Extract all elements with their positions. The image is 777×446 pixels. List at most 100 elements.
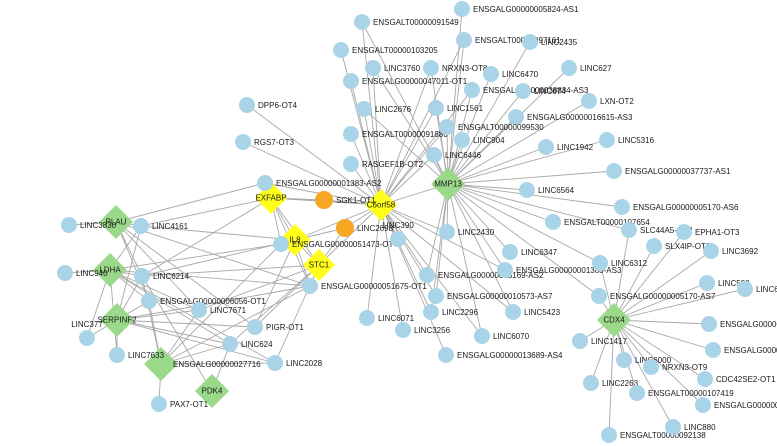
node-ensgalg00000013169-as2[interactable]: ENSGALG00000013169-AS2 bbox=[419, 267, 544, 283]
node-ensgalt00000099530[interactable]: ENSGALT00000099530 bbox=[439, 119, 544, 135]
node-linc5316[interactable]: LINC5316 bbox=[599, 132, 655, 148]
node-ensgalg00000005824-as1[interactable]: ENSGALG00000005824-AS1 bbox=[454, 1, 579, 17]
node-linc1942[interactable]: LINC1942 bbox=[538, 139, 594, 155]
node-linc6470[interactable]: LINC6470 bbox=[483, 66, 539, 82]
node-linc2263[interactable]: LINC2263 bbox=[583, 375, 639, 391]
node-ensgalt00000107419[interactable]: ENSGALT00000107419 bbox=[629, 385, 734, 401]
edge-c6orf58-n66 bbox=[380, 204, 447, 356]
node-slc44a5-ot2[interactable]: SLC44A5-OT2 bbox=[621, 222, 693, 238]
node-linc1417[interactable]: LINC1417 bbox=[572, 333, 628, 349]
node-ensgalt00000103205[interactable]: ENSGALT00000103205 bbox=[333, 42, 438, 58]
node-ensgalt00000097161[interactable]: ENSGALT00000097161 bbox=[456, 32, 561, 48]
edge-c6orf58-n11 bbox=[380, 89, 473, 206]
node-ensgalg00000013689-as4[interactable]: ENSGALG00000013689-AS4 bbox=[438, 347, 563, 363]
node-label: LINC2028 bbox=[286, 359, 323, 368]
node-ensgalg00000001383-as3[interactable]: ENSGALG00000001383-AS3 bbox=[497, 262, 622, 278]
node-ensgalg00000003930-as1[interactable]: ENSGALG00000003930-AS1 bbox=[705, 342, 777, 358]
node-linc674[interactable]: LINC674 bbox=[515, 83, 566, 99]
node-rasgef1b-ot2[interactable]: RASGEF1B-OT2 bbox=[343, 156, 423, 172]
node-ensgalg00000001383-as2[interactable]: ENSGALG00000001383-AS2 bbox=[257, 175, 382, 191]
node-linc6214[interactable]: LINC6214 bbox=[134, 268, 190, 284]
node-linc390[interactable]: LINC390 bbox=[382, 221, 414, 247]
node-linc6564[interactable]: LINC6564 bbox=[519, 182, 575, 198]
node-linc2430[interactable]: LINC2430 bbox=[439, 224, 495, 240]
node-ensgalg00000016615-as3[interactable]: ENSGALG00000016615-AS3 bbox=[508, 109, 633, 125]
node-linc3760[interactable]: LINC3760 bbox=[365, 60, 421, 76]
node-ensgalg00000005170-as6[interactable]: ENSGALG00000005170-AS6 bbox=[614, 199, 739, 215]
edge-ldha-n65 bbox=[109, 269, 276, 364]
lncrna-circle bbox=[502, 244, 518, 260]
node-linc904[interactable]: LINC904 bbox=[454, 132, 505, 148]
node-nrxn3-ot8[interactable]: NRXN3-OT8 bbox=[423, 60, 488, 76]
green-diamond bbox=[93, 253, 127, 287]
node-epha1-ot3[interactable]: EPHA1-OT3 bbox=[676, 224, 740, 240]
node-label: LINC6071 bbox=[378, 314, 415, 323]
node-linc2698[interactable]: LINC2698 bbox=[336, 219, 394, 237]
node-cdx4[interactable]: CDX4 bbox=[597, 303, 631, 337]
node-ensgalg00000047011-ot1[interactable]: ENSGALG00000047011-OT1 bbox=[343, 73, 468, 89]
edge-ldha-n62 bbox=[109, 269, 231, 345]
node-linc1561[interactable]: LINC1561 bbox=[428, 100, 484, 116]
node-linc6071[interactable]: LINC6071 bbox=[359, 310, 415, 326]
node-linc6347[interactable]: LINC6347 bbox=[502, 244, 558, 260]
node-sgk1-ot1[interactable]: SGK1-OT1 bbox=[315, 191, 376, 209]
node-ensgalt00000107654[interactable]: ENSGALT00000107654 bbox=[545, 214, 650, 230]
edge-mmp13-n52 bbox=[447, 183, 600, 297]
node-label: LINC6312 bbox=[611, 259, 648, 268]
node-cdc42se2-ot1[interactable]: CDC42SE2-OT1 bbox=[697, 371, 776, 387]
node-mmp13[interactable]: MMP13 bbox=[431, 167, 465, 201]
node-slx4ip-ot1[interactable]: SLX4IP-OT1 bbox=[646, 238, 711, 254]
node-linc2296[interactable]: LINC2296 bbox=[423, 304, 479, 320]
node-linc377[interactable]: LINC377 bbox=[71, 320, 103, 346]
node-ldha[interactable]: LDHA bbox=[93, 253, 127, 287]
node-ensgalt00000091549[interactable]: ENSGALT00000091549 bbox=[354, 14, 459, 30]
node-linc6312[interactable]: LINC6312 bbox=[592, 255, 648, 271]
node-pdk4[interactable]: PDK4 bbox=[195, 374, 229, 408]
node-linc6446[interactable]: LINC6446 bbox=[426, 147, 482, 163]
node-linc627[interactable]: LINC627 bbox=[561, 60, 612, 76]
lncrna-circle bbox=[616, 352, 632, 368]
node-c6orf58[interactable]: C6orf58 bbox=[365, 189, 397, 221]
node-linc940[interactable]: LINC940 bbox=[57, 265, 108, 281]
node-linc3256[interactable]: LINC3256 bbox=[395, 322, 451, 338]
node-pax7-ot1[interactable]: PAX7-OT1 bbox=[151, 396, 209, 412]
node-ensgalg00000037737-as1[interactable]: ENSGALG00000037737-AS1 bbox=[606, 163, 731, 179]
node-ensgalg00000010573-as7[interactable]: ENSGALG00000010573-AS7 bbox=[428, 288, 553, 304]
node-linc3830[interactable]: LINC3830 bbox=[61, 217, 117, 233]
node-ensgalg00000005170-as7[interactable]: ENSGALG00000005170-AS7 bbox=[591, 288, 716, 304]
node-ensgalg00000006056-ot1[interactable]: ENSGALG00000006056-OT1 bbox=[141, 293, 266, 309]
node-linc4161[interactable]: LINC4161 bbox=[133, 218, 189, 234]
node-linc7671[interactable]: LINC7671 bbox=[191, 302, 247, 318]
node-serpinf2[interactable]: SERPINF2 bbox=[97, 303, 137, 337]
node-ensgalg00000051675-ot1[interactable]: ENSGALG00000051675-OT1 bbox=[302, 278, 427, 294]
node-ensgalt00000091880[interactable]: ENSGALT00000091880 bbox=[343, 126, 448, 142]
node-ensgalt00000092138[interactable]: ENSGALT00000092138 bbox=[601, 427, 706, 443]
node-linc608[interactable]: LINC608 bbox=[737, 281, 777, 297]
lncrna-circle bbox=[561, 60, 577, 76]
node-linc3692[interactable]: LINC3692 bbox=[703, 243, 759, 259]
edge-c6orf58-n18 bbox=[350, 133, 382, 206]
node-linc5423[interactable]: LINC5423 bbox=[505, 304, 561, 320]
node-label: LINC3760 bbox=[384, 64, 421, 73]
node-ensgalg00000009349-as2[interactable]: ENSGALG00000009349-AS2 bbox=[701, 316, 777, 332]
node-linc2676[interactable]: LINC2676 bbox=[356, 101, 412, 117]
node-pigr-ot1[interactable]: PIGR-OT1 bbox=[247, 319, 304, 335]
node-ensgalg00000023193-as2[interactable]: ENSGALG00000023193-AS2 bbox=[695, 397, 777, 413]
node-stc1[interactable]: STC1 bbox=[303, 249, 335, 281]
node-rgs7-ot3[interactable]: RGS7-OT3 bbox=[235, 134, 295, 150]
node-plau[interactable]: PLAU bbox=[99, 205, 133, 239]
node-linc6070[interactable]: LINC6070 bbox=[474, 328, 530, 344]
node-linc624[interactable]: LINC624 bbox=[222, 336, 273, 352]
node-ensgalg00000051473-ot4[interactable]: ENSGALG00000051473-OT4 bbox=[273, 236, 398, 252]
lncrna-circle bbox=[419, 267, 435, 283]
node-ensgalg00000027716[interactable]: ENSGALG00000027716 bbox=[144, 347, 261, 381]
node-lxn-ot2[interactable]: LXN-OT2 bbox=[581, 93, 634, 109]
node-linc2028[interactable]: LINC2028 bbox=[267, 355, 323, 371]
node-dpp6-ot4[interactable]: DPP6-OT4 bbox=[239, 97, 298, 113]
node-nrxn3-ot9[interactable]: NRXN3-OT9 bbox=[643, 359, 708, 375]
node-linc7633[interactable]: LINC7633 bbox=[109, 347, 165, 363]
node-linc2435[interactable]: LINC2435 bbox=[522, 34, 578, 50]
node-linc588[interactable]: LINC588 bbox=[699, 275, 750, 291]
node-ensgalg00000038834-as3[interactable]: ENSGALG00000038834-AS3 bbox=[464, 82, 589, 98]
node-linc880[interactable]: LINC880 bbox=[665, 419, 716, 435]
